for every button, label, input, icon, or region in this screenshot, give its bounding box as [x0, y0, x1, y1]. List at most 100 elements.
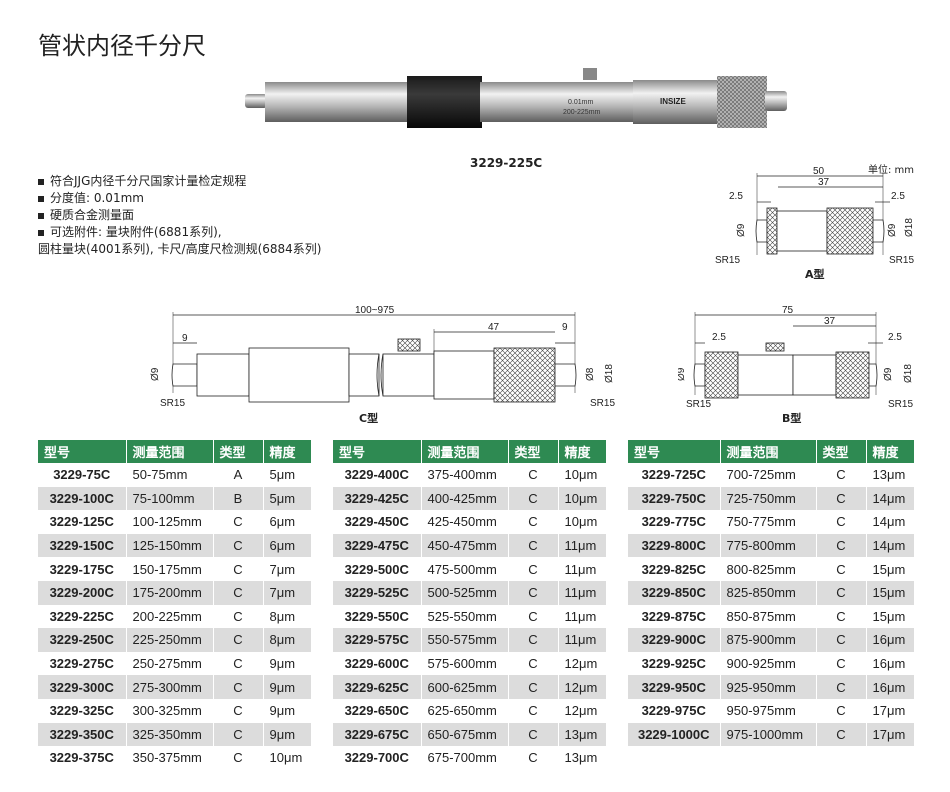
cell-range: 975-1000mm: [720, 722, 817, 747]
dia-b-left: Ø9: [678, 367, 687, 381]
cell-type: B: [213, 486, 264, 511]
col-header-accuracy: 精度: [263, 440, 312, 463]
cell-range: 575-600mm: [421, 651, 509, 676]
sr-a-right: SR15: [889, 255, 914, 266]
feature-item: 分度值: 0.01mm: [38, 190, 321, 207]
dim-b-left: 2.5: [712, 332, 726, 343]
cell-type: C: [213, 557, 264, 581]
cell-range: 825-850mm: [720, 580, 817, 605]
cell-type: C: [816, 698, 867, 723]
dim-c-left: 9: [182, 333, 188, 344]
cell-range: 225-250mm: [126, 628, 214, 652]
cell-accuracy: 14μm: [866, 510, 915, 534]
cell-type: A: [213, 463, 264, 487]
cell-range: 800-825mm: [720, 557, 817, 581]
cell-type: C: [508, 463, 559, 487]
cell-range: 300-325mm: [126, 698, 214, 723]
cell-model: 3229-925C: [628, 651, 721, 676]
cell-type: C: [213, 746, 264, 770]
feature-list: 符合JJG内径千分尺国家计量检定规程 分度值: 0.01mm 硬质合金测量面 可…: [38, 173, 321, 258]
cell-model: 3229-750C: [628, 486, 721, 511]
cell-type: C: [816, 510, 867, 534]
cell-range: 325-350mm: [126, 722, 214, 747]
cell-model: 3229-550C: [333, 604, 422, 629]
cell-model: 3229-600C: [333, 651, 422, 676]
dim-a-right: 2.5: [891, 191, 905, 202]
type-a-label: A型: [805, 268, 825, 281]
cell-accuracy: 10μm: [263, 746, 312, 770]
cell-range: 75-100mm: [126, 486, 214, 511]
cell-accuracy: 9μm: [263, 675, 312, 699]
drawing-type-c: 100~975 9 47 9 Ø9 Ø8 Ø18 SR15 SR15: [150, 305, 615, 409]
cell-model: 3229-275C: [38, 651, 127, 676]
cell-type: C: [508, 580, 559, 605]
cell-type: C: [816, 651, 867, 676]
cell-range: 250-275mm: [126, 651, 214, 676]
cell-range: 700-725mm: [720, 463, 817, 487]
cell-range: 375-400mm: [421, 463, 509, 487]
cell-type: C: [213, 698, 264, 723]
cell-model: 3229-125C: [38, 510, 127, 534]
cell-accuracy: 15μm: [866, 557, 915, 581]
cell-model: 3229-225C: [38, 604, 127, 629]
cell-model: 3229-800C: [628, 533, 721, 558]
cell-accuracy: 9μm: [263, 651, 312, 676]
sr-b-right: SR15: [888, 399, 913, 410]
cell-range: 425-450mm: [421, 510, 509, 534]
dia-c-right1: Ø8: [585, 367, 596, 381]
brand-logo-text: INSIZE: [660, 97, 686, 106]
feature-item: 可选附件: 量块附件(6881系列),: [38, 224, 321, 241]
type-c-label: C型: [359, 412, 379, 425]
cell-accuracy: 11μm: [558, 628, 607, 652]
cell-type: C: [816, 557, 867, 581]
cell-model: 3229-100C: [38, 486, 127, 511]
cell-type: C: [508, 557, 559, 581]
dim-a-body: 37: [818, 177, 830, 188]
cell-type: C: [816, 486, 867, 511]
col-header-type: 类型: [508, 440, 559, 463]
dim-a-left: 2.5: [729, 191, 743, 202]
cell-range: 475-500mm: [421, 557, 509, 581]
cell-accuracy: 16μm: [866, 675, 915, 699]
feature-item-continued: 圆柱量块(4001系列), 卡尺/高度尺检测规(6884系列): [38, 242, 322, 256]
cell-type: C: [213, 580, 264, 605]
sr-b-left: SR15: [686, 399, 711, 410]
cell-model: 3229-175C: [38, 557, 127, 581]
cell-accuracy: 14μm: [866, 533, 915, 558]
cell-accuracy: 5μm: [263, 486, 312, 511]
photo-engraving-res: 0.01mm: [568, 99, 593, 106]
cell-type: C: [508, 675, 559, 699]
cell-range: 100-125mm: [126, 510, 214, 534]
cell-accuracy: 12μm: [558, 698, 607, 723]
cell-range: 850-875mm: [720, 604, 817, 629]
cell-model: 3229-500C: [333, 557, 422, 581]
cell-type: C: [508, 722, 559, 747]
photo-model-label: 3229-225C: [470, 156, 543, 170]
table-header-row: 型号 测量范围 类型 精度: [38, 440, 312, 463]
col-header-range: 测量范围: [126, 440, 214, 463]
cell-model: 3229-300C: [38, 675, 127, 699]
cell-accuracy: 12μm: [558, 675, 607, 699]
cell-accuracy: 14μm: [866, 486, 915, 511]
cell-range: 450-475mm: [421, 533, 509, 558]
cell-type: C: [816, 722, 867, 747]
cell-range: 200-225mm: [126, 604, 214, 629]
